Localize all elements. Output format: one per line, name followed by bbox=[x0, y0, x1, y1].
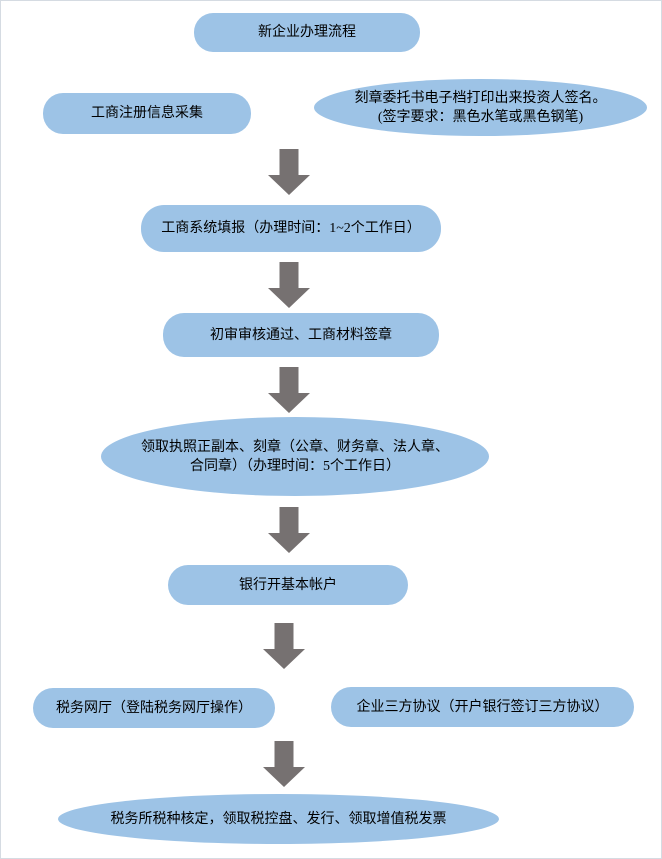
down-arrow-icon bbox=[263, 623, 305, 669]
down-arrow bbox=[263, 623, 305, 669]
node-initial-review: 初审审核通过、工商材料签章 bbox=[163, 313, 439, 357]
node-label: 税务所税种核定，领取税控盘、发行、领取增值税发票 bbox=[110, 811, 447, 827]
node-process-title: 新企业办理流程 bbox=[194, 13, 420, 52]
node-label-line2: (签字要求：黑色水笔或黑色钢笔) bbox=[377, 109, 584, 125]
down-arrow-icon bbox=[268, 507, 310, 553]
down-arrow-icon bbox=[263, 741, 305, 787]
node-label-line2: 合同章）（办理时间：5个工作日） bbox=[190, 458, 400, 474]
node-seal-authorization-letter: 刻章委托书电子档打印出来投资人签名。 (签字要求：黑色水笔或黑色钢笔) bbox=[314, 79, 647, 136]
down-arrow bbox=[268, 367, 310, 413]
down-arrow-icon bbox=[268, 367, 310, 413]
node-label: 工商注册信息采集 bbox=[91, 106, 203, 121]
node-label: 银行开基本帐户 bbox=[239, 577, 337, 593]
node-label: 新企业办理流程 bbox=[258, 25, 356, 40]
node-label: 工商系统填报（办理时间：1~2个工作日） bbox=[161, 221, 421, 236]
node-tripartite-agreement: 企业三方协议（开户银行签订三方协议） bbox=[331, 687, 634, 727]
node-label: 初审审核通过、工商材料签章 bbox=[210, 327, 392, 343]
down-arrow bbox=[268, 507, 310, 553]
node-tax-portal: 税务网厅（登陆税务网厅操作） bbox=[33, 688, 275, 728]
down-arrow bbox=[268, 262, 310, 308]
down-arrow bbox=[268, 149, 310, 195]
down-arrow bbox=[263, 741, 305, 787]
node-label: 税务网厅（登陆税务网厅操作） bbox=[56, 700, 252, 716]
down-arrow-icon bbox=[268, 149, 310, 195]
node-bank-account: 银行开基本帐户 bbox=[168, 565, 408, 605]
node-label: 企业三方协议（开户银行签订三方协议） bbox=[356, 699, 609, 715]
node-label-line1: 刻章委托书电子档打印出来投资人签名。 bbox=[354, 90, 607, 106]
node-business-registration-info: 工商注册信息采集 bbox=[43, 93, 251, 134]
down-arrow-icon bbox=[268, 262, 310, 308]
node-label-line1: 领取执照正副本、刻章（公章、财务章、法人章、 bbox=[141, 439, 449, 455]
node-collect-license-seals: 领取执照正副本、刻章（公章、财务章、法人章、 合同章）（办理时间：5个工作日） bbox=[101, 417, 489, 496]
node-system-filing: 工商系统填报（办理时间：1~2个工作日） bbox=[141, 205, 441, 252]
node-tax-assessment-invoice: 税务所税种核定，领取税控盘、发行、领取增值税发票 bbox=[58, 794, 499, 844]
